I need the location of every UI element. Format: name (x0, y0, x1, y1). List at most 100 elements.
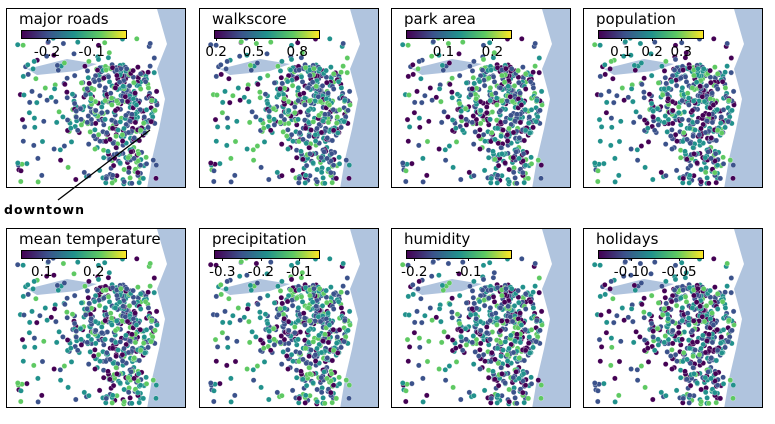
location-point (661, 86, 667, 92)
location-point (330, 382, 337, 388)
location-point (137, 347, 144, 354)
location-point (399, 41, 406, 48)
location-point (628, 86, 635, 92)
location-point (95, 56, 102, 63)
location-point (61, 363, 68, 369)
location-point (244, 306, 251, 312)
location-point (508, 66, 515, 72)
location-point (520, 150, 527, 157)
location-point (520, 64, 526, 70)
location-point (29, 308, 35, 315)
location-point (648, 100, 655, 107)
location-point (714, 86, 721, 92)
location-point (679, 85, 686, 91)
location-point (103, 287, 109, 293)
location-point (300, 156, 306, 163)
location-point (18, 398, 24, 405)
location-point (71, 271, 77, 277)
location-point (708, 79, 714, 86)
location-point (518, 102, 525, 108)
location-point (270, 106, 277, 112)
location-point (48, 94, 55, 101)
location-point (271, 122, 278, 128)
location-point (637, 40, 644, 47)
location-point (309, 79, 316, 85)
location-point (532, 63, 538, 69)
location-point (107, 310, 114, 316)
location-point (109, 284, 116, 291)
location-point (117, 339, 124, 345)
location-point (510, 129, 517, 136)
location-point (232, 172, 238, 179)
location-point (329, 179, 335, 186)
location-point (137, 106, 144, 113)
location-point (131, 79, 137, 86)
location-point (281, 95, 287, 102)
panel-title: park area (404, 10, 476, 28)
location-point (123, 112, 129, 119)
location-point (533, 118, 539, 125)
location-point (693, 79, 700, 85)
location-point (279, 172, 285, 179)
location-point (112, 305, 119, 311)
location-point (105, 54, 112, 61)
location-point (648, 51, 654, 57)
location-point (254, 143, 261, 149)
location-point (31, 58, 37, 65)
location-point (244, 52, 250, 58)
location-point (219, 99, 226, 106)
location-point (71, 292, 78, 299)
location-point (595, 168, 601, 174)
location-point (655, 80, 662, 86)
location-point (84, 119, 91, 126)
location-point (51, 52, 57, 58)
location-point (133, 322, 140, 328)
location-point (117, 119, 124, 125)
location-point (145, 305, 152, 311)
location-point (278, 113, 285, 119)
location-point (724, 63, 730, 69)
location-point (131, 135, 138, 141)
location-point (608, 115, 615, 121)
location-point (30, 66, 36, 72)
location-point (257, 314, 263, 321)
location-point (522, 127, 529, 134)
location-point (253, 334, 259, 340)
location-point (725, 118, 731, 125)
location-point (113, 364, 119, 371)
location-point (95, 262, 102, 269)
location-point (484, 104, 490, 110)
location-point (100, 154, 107, 161)
location-point (148, 118, 154, 125)
location-point (405, 138, 412, 144)
location-point (709, 90, 715, 96)
location-point (522, 71, 529, 77)
location-point (727, 157, 734, 163)
location-point (631, 62, 638, 69)
location-point (142, 350, 148, 356)
location-point (254, 60, 261, 66)
location-point (303, 162, 310, 169)
location-point (64, 309, 70, 315)
location-point (602, 71, 608, 78)
location-point (103, 395, 110, 402)
location-point (14, 41, 21, 48)
location-point (93, 107, 99, 114)
location-point (497, 85, 504, 91)
location-point (26, 99, 33, 106)
location-point (449, 89, 455, 95)
location-point (467, 63, 473, 69)
location-point (687, 162, 694, 169)
location-point (279, 300, 285, 307)
location-point (147, 283, 153, 289)
location-point (295, 116, 301, 123)
location-point (302, 172, 309, 179)
colorbar-tick-mark (681, 38, 683, 41)
colorbar-tick-mark (91, 38, 93, 41)
location-point (107, 356, 113, 363)
location-point (71, 100, 78, 107)
location-point (621, 97, 627, 103)
location-point (37, 92, 43, 99)
